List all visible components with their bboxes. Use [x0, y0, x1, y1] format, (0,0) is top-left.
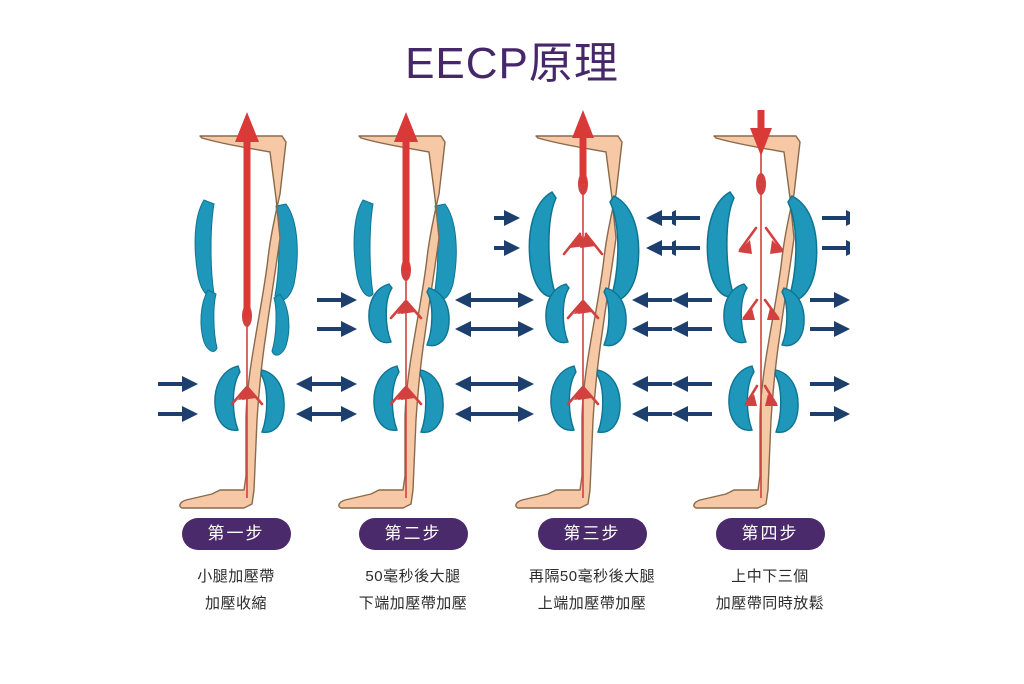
step-diagram-3 — [494, 108, 672, 528]
flow-head-lt-right-2 — [401, 300, 415, 314]
caption-text-1: 小腿加壓帶 加壓收縮 — [136, 564, 336, 617]
step-pill-1[interactable]: 第一步 — [181, 518, 291, 551]
step-diagram-2 — [317, 108, 495, 528]
caption-line-2-2: 下端加壓帶加壓 — [358, 594, 468, 612]
cuff-calf-1 — [214, 365, 285, 433]
release-arrows-calf-4 — [672, 376, 850, 422]
step-pill-4[interactable]: 第四步 — [715, 518, 825, 551]
caption-block-3: 第三步 再隔50毫秒後大腿 上端加壓帶加壓 — [492, 518, 692, 617]
step-pill-2[interactable]: 第二步 — [358, 518, 468, 551]
eecp-diagram-figure — [0, 108, 1024, 528]
cuff-lower-thigh-2 — [368, 283, 450, 347]
step-captions: 第一步 小腿加壓帶 加壓收縮 第二步 50毫秒後大腿 下端加壓帶加壓 第三步 再… — [0, 518, 1024, 638]
compression-arrows-calf-2 — [317, 376, 495, 422]
flow-head-lt-right-3 — [578, 300, 592, 314]
leg-illustration-4 — [672, 110, 850, 509]
flow-head-right-1 — [242, 386, 256, 400]
flow-head-ut-right-4 — [770, 240, 784, 254]
caption-line-3-2: 上端加壓帶加壓 — [537, 594, 647, 612]
artery-bulb-4 — [756, 173, 766, 195]
compression-arrows-lower-thigh-2 — [317, 292, 495, 337]
cuff-lower-thigh-1 — [200, 289, 290, 356]
compression-arrows-lower-thigh-3 — [494, 292, 672, 337]
release-arrows-lower-thigh-4 — [672, 292, 850, 337]
flow-head-calf-left-4 — [744, 394, 757, 406]
step-pill-3[interactable]: 第三步 — [537, 518, 647, 551]
blood-flow-arrow-up-1 — [235, 112, 259, 318]
flow-chevrons-upper-thigh-4 — [738, 226, 784, 252]
leg-illustration-2 — [317, 112, 495, 509]
flow-head-ut-right-3 — [580, 232, 596, 248]
caption-block-4: 第四步 上中下三個 加壓帶同時放鬆 — [670, 518, 870, 617]
blood-flow-arrow-down-4 — [750, 110, 772, 156]
caption-line-4-2: 加壓帶同時放鬆 — [715, 594, 825, 612]
cuff-calf-2 — [373, 365, 444, 433]
blood-flow-arrow-up-3 — [572, 110, 594, 184]
leg-silhouette-4 — [693, 135, 801, 509]
flow-head-lt-left-4 — [742, 308, 755, 320]
leg-illustration-3 — [494, 110, 672, 509]
step-diagram-1 — [158, 108, 336, 528]
page-title: EECP原理 — [405, 39, 619, 88]
cuff-upper-thigh-3 — [528, 191, 640, 302]
caption-line-3-1: 再隔50毫秒後大腿 — [528, 568, 656, 586]
cuff-upper-thigh-4 — [706, 191, 818, 302]
cuff-calf-3 — [550, 365, 621, 433]
flow-chevrons-calf-4 — [744, 384, 778, 406]
caption-block-1: 第一步 小腿加壓帶 加壓收縮 — [136, 518, 336, 617]
flow-head-lt-right-4 — [767, 308, 780, 320]
caption-text-3: 再隔50毫秒後大腿 上端加壓帶加壓 — [492, 564, 692, 617]
flow-head-calf-right-4 — [765, 394, 778, 406]
leg-silhouette-3 — [515, 135, 623, 509]
caption-line-1-1: 小腿加壓帶 — [197, 568, 275, 586]
cuff-calf-4 — [728, 365, 799, 433]
flow-chevrons-lower-thigh-4 — [742, 298, 780, 320]
leg-illustration-1 — [158, 112, 336, 509]
flow-head-calf-right-2 — [401, 386, 415, 400]
caption-text-4: 上中下三個 加壓帶同時放鬆 — [670, 564, 870, 617]
release-arrows-upper-thigh-4 — [672, 210, 850, 256]
cuff-upper-thigh-2 — [353, 199, 457, 301]
cuff-lower-thigh-4 — [723, 283, 805, 347]
flow-head-calf-right-3 — [578, 386, 592, 400]
caption-line-4-1: 上中下三個 — [731, 568, 809, 586]
compression-arrows-calf-3 — [494, 376, 672, 422]
leg-silhouette-1 — [179, 135, 287, 509]
blood-flow-arrow-up-2 — [394, 112, 418, 270]
caption-line-1-2: 加壓收縮 — [204, 594, 267, 612]
caption-line-2-1: 50毫秒後大腿 — [365, 568, 461, 586]
leg-silhouette-2 — [338, 135, 446, 509]
caption-text-2: 50毫秒後大腿 下端加壓帶加壓 — [313, 564, 513, 617]
compression-arrows-upper-thigh-3 — [494, 210, 672, 256]
caption-block-2: 第二步 50毫秒後大腿 下端加壓帶加壓 — [313, 518, 513, 617]
cuff-lower-thigh-3 — [545, 283, 627, 347]
flow-head-ut-left-4 — [738, 240, 752, 254]
step-diagram-4 — [672, 108, 850, 528]
